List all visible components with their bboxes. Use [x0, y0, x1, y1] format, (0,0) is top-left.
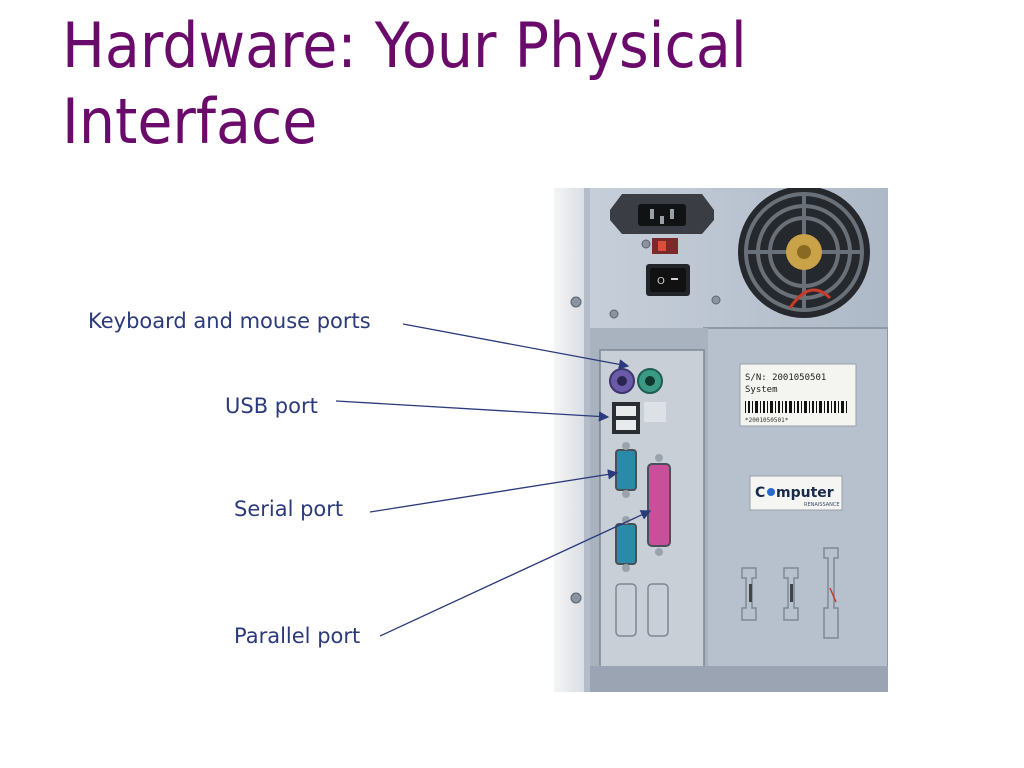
slide-title: Hardware: Your Physical Interface [62, 8, 761, 160]
computer-back-panel-photo: O [554, 188, 888, 692]
power-socket-icon [610, 194, 714, 234]
svg-text:mputer: mputer [776, 485, 834, 501]
serial-port-label: Serial port [234, 496, 343, 522]
case-side-edge [554, 188, 588, 692]
ps2-keyboard-port [610, 369, 634, 393]
serial-port [616, 442, 636, 498]
svg-text:*2001050501*: *2001050501* [745, 417, 789, 424]
svg-text:S/N: 2001050501: S/N: 2001050501 [745, 373, 826, 383]
power-switch-icon: O [646, 264, 690, 296]
svg-text:System: System [745, 385, 778, 395]
svg-text:RENAISSANCE: RENAISSANCE [804, 502, 840, 508]
brand-logo: C mputer RENAISSANCE [750, 476, 842, 510]
usb-port-label: USB port [225, 393, 318, 419]
ps2-mouse-port [638, 369, 662, 393]
serial-number-label: S/N: 2001050501 System *2001050501* [740, 364, 856, 426]
svg-text:C: C [755, 485, 765, 501]
svg-text:O: O [657, 276, 665, 287]
serial-port-2 [616, 516, 636, 572]
fan-icon [738, 188, 870, 318]
parallel-port-label: Parallel port [234, 623, 360, 649]
parallel-port [648, 454, 670, 556]
keyboard-mouse-ports-label: Keyboard and mouse ports [88, 308, 371, 334]
